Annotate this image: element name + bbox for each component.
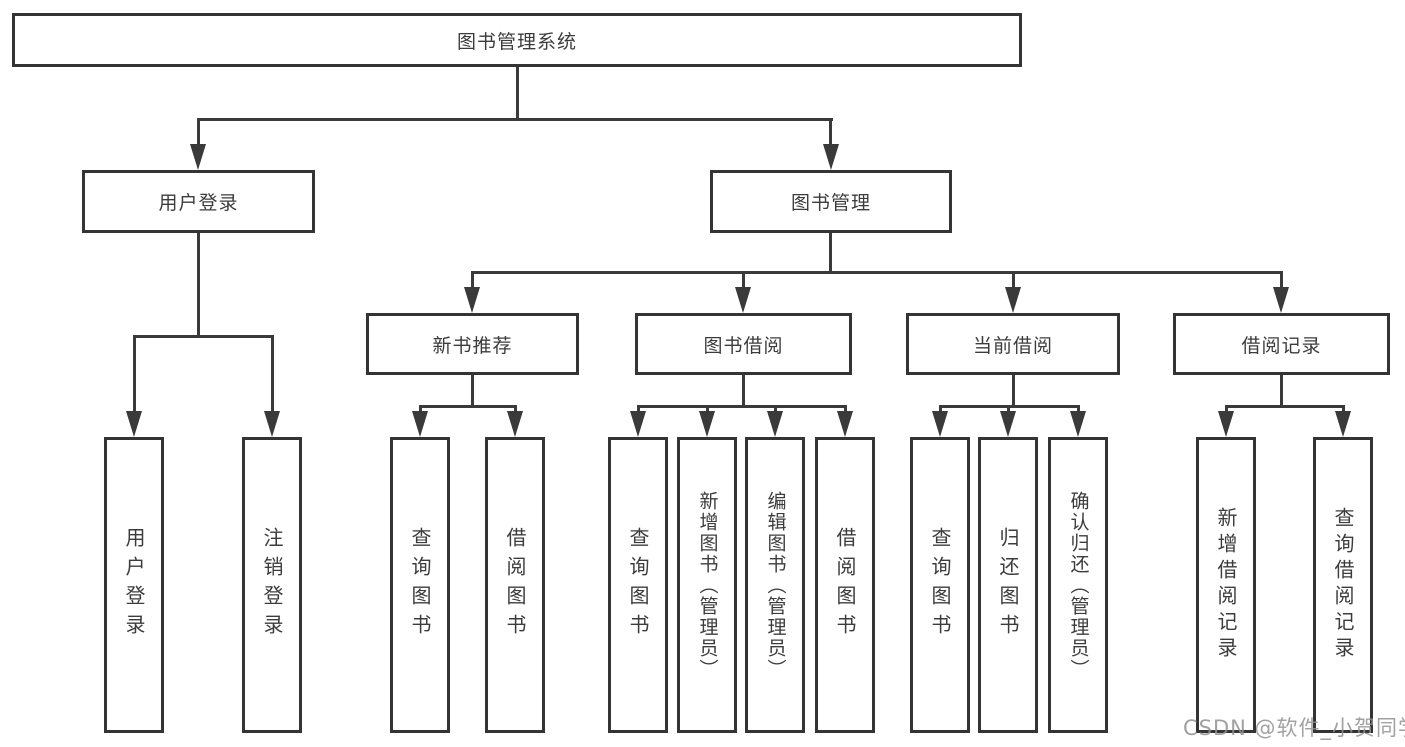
connector-line bbox=[637, 405, 640, 413]
connector-line bbox=[1007, 405, 1010, 413]
connector-line bbox=[471, 271, 1283, 274]
connector-line bbox=[516, 67, 519, 120]
arrow-down-icon bbox=[1218, 411, 1234, 437]
connector-line bbox=[637, 405, 847, 408]
node-current-borrowing: 当前借阅 bbox=[906, 313, 1120, 375]
connector-line bbox=[133, 335, 274, 338]
connector-line bbox=[706, 405, 709, 413]
arrow-down-icon bbox=[699, 411, 715, 437]
connector-line bbox=[471, 375, 474, 407]
connector-line bbox=[1077, 405, 1080, 413]
arrow-down-icon bbox=[507, 411, 523, 437]
node-leaf-add-borrow-record: 新增借阅记录 bbox=[1196, 437, 1256, 733]
arrow-down-icon bbox=[412, 411, 428, 437]
arrow-down-icon bbox=[126, 411, 142, 437]
node-leaf-borrow-books-1: 借阅图书 bbox=[485, 437, 545, 733]
node-leaf-query-borrow-record: 查询借阅记录 bbox=[1313, 437, 1373, 733]
node-leaf-user-login: 用户登录 bbox=[104, 437, 164, 733]
connector-line bbox=[1342, 405, 1345, 413]
connector-line bbox=[742, 375, 745, 407]
connector-line bbox=[742, 271, 745, 289]
arrow-down-icon bbox=[264, 411, 280, 437]
node-book-borrowing: 图书借阅 bbox=[635, 313, 852, 375]
arrow-down-icon bbox=[823, 144, 839, 170]
arrow-down-icon bbox=[1000, 411, 1016, 437]
node-borrowing-records: 借阅记录 bbox=[1173, 313, 1390, 375]
node-leaf-borrow-books-2: 借阅图书 bbox=[815, 437, 875, 733]
connector-line bbox=[419, 405, 422, 413]
arrow-down-icon bbox=[767, 411, 783, 437]
node-leaf-edit-book-admin: 编辑图书（管理员） bbox=[745, 437, 805, 733]
connector-line bbox=[1012, 375, 1015, 407]
arrow-down-icon bbox=[1273, 287, 1289, 313]
connector-line bbox=[471, 271, 474, 289]
connector-line bbox=[419, 405, 517, 408]
connector-line bbox=[1280, 375, 1283, 407]
arrow-down-icon bbox=[630, 411, 646, 437]
node-library-management-system: 图书管理系统 bbox=[12, 13, 1022, 67]
arrow-down-icon bbox=[837, 411, 853, 437]
node-book-management: 图书管理 bbox=[710, 170, 952, 233]
connector-line bbox=[271, 335, 274, 413]
connector-line bbox=[197, 118, 200, 146]
node-new-book-recommend: 新书推荐 bbox=[366, 313, 579, 375]
connector-line bbox=[829, 233, 832, 273]
arrow-down-icon bbox=[735, 287, 751, 313]
connector-line bbox=[774, 405, 777, 413]
arrow-down-icon bbox=[1005, 287, 1021, 313]
node-leaf-query-books-1: 查询图书 bbox=[390, 437, 450, 733]
connector-line bbox=[844, 405, 847, 413]
node-leaf-return-book: 归还图书 bbox=[978, 437, 1038, 733]
arrow-down-icon bbox=[932, 411, 948, 437]
connector-line bbox=[197, 118, 833, 121]
node-leaf-query-books-2: 查询图书 bbox=[608, 437, 668, 733]
connector-line bbox=[1280, 271, 1283, 289]
connector-line bbox=[1225, 405, 1228, 413]
connector-line bbox=[1225, 405, 1345, 408]
connector-line bbox=[133, 335, 136, 413]
connector-line bbox=[939, 405, 942, 413]
node-leaf-add-book-admin: 新增图书（管理员） bbox=[677, 437, 737, 733]
node-leaf-logout: 注销登录 bbox=[242, 437, 302, 733]
arrow-down-icon bbox=[1070, 411, 1086, 437]
node-leaf-confirm-return-admin: 确认归还（管理员） bbox=[1048, 437, 1108, 733]
watermark-csdn: CSDN @软件_小贺同学 bbox=[1183, 716, 1405, 740]
connector-line bbox=[197, 233, 200, 337]
arrow-down-icon bbox=[464, 287, 480, 313]
node-leaf-query-books-3: 查询图书 bbox=[910, 437, 970, 733]
node-user-login: 用户登录 bbox=[82, 170, 315, 233]
arrow-down-icon bbox=[190, 144, 206, 170]
connector-line bbox=[829, 118, 832, 146]
arrow-down-icon bbox=[1335, 411, 1351, 437]
connector-line bbox=[514, 405, 517, 413]
connector-line bbox=[1012, 271, 1015, 289]
